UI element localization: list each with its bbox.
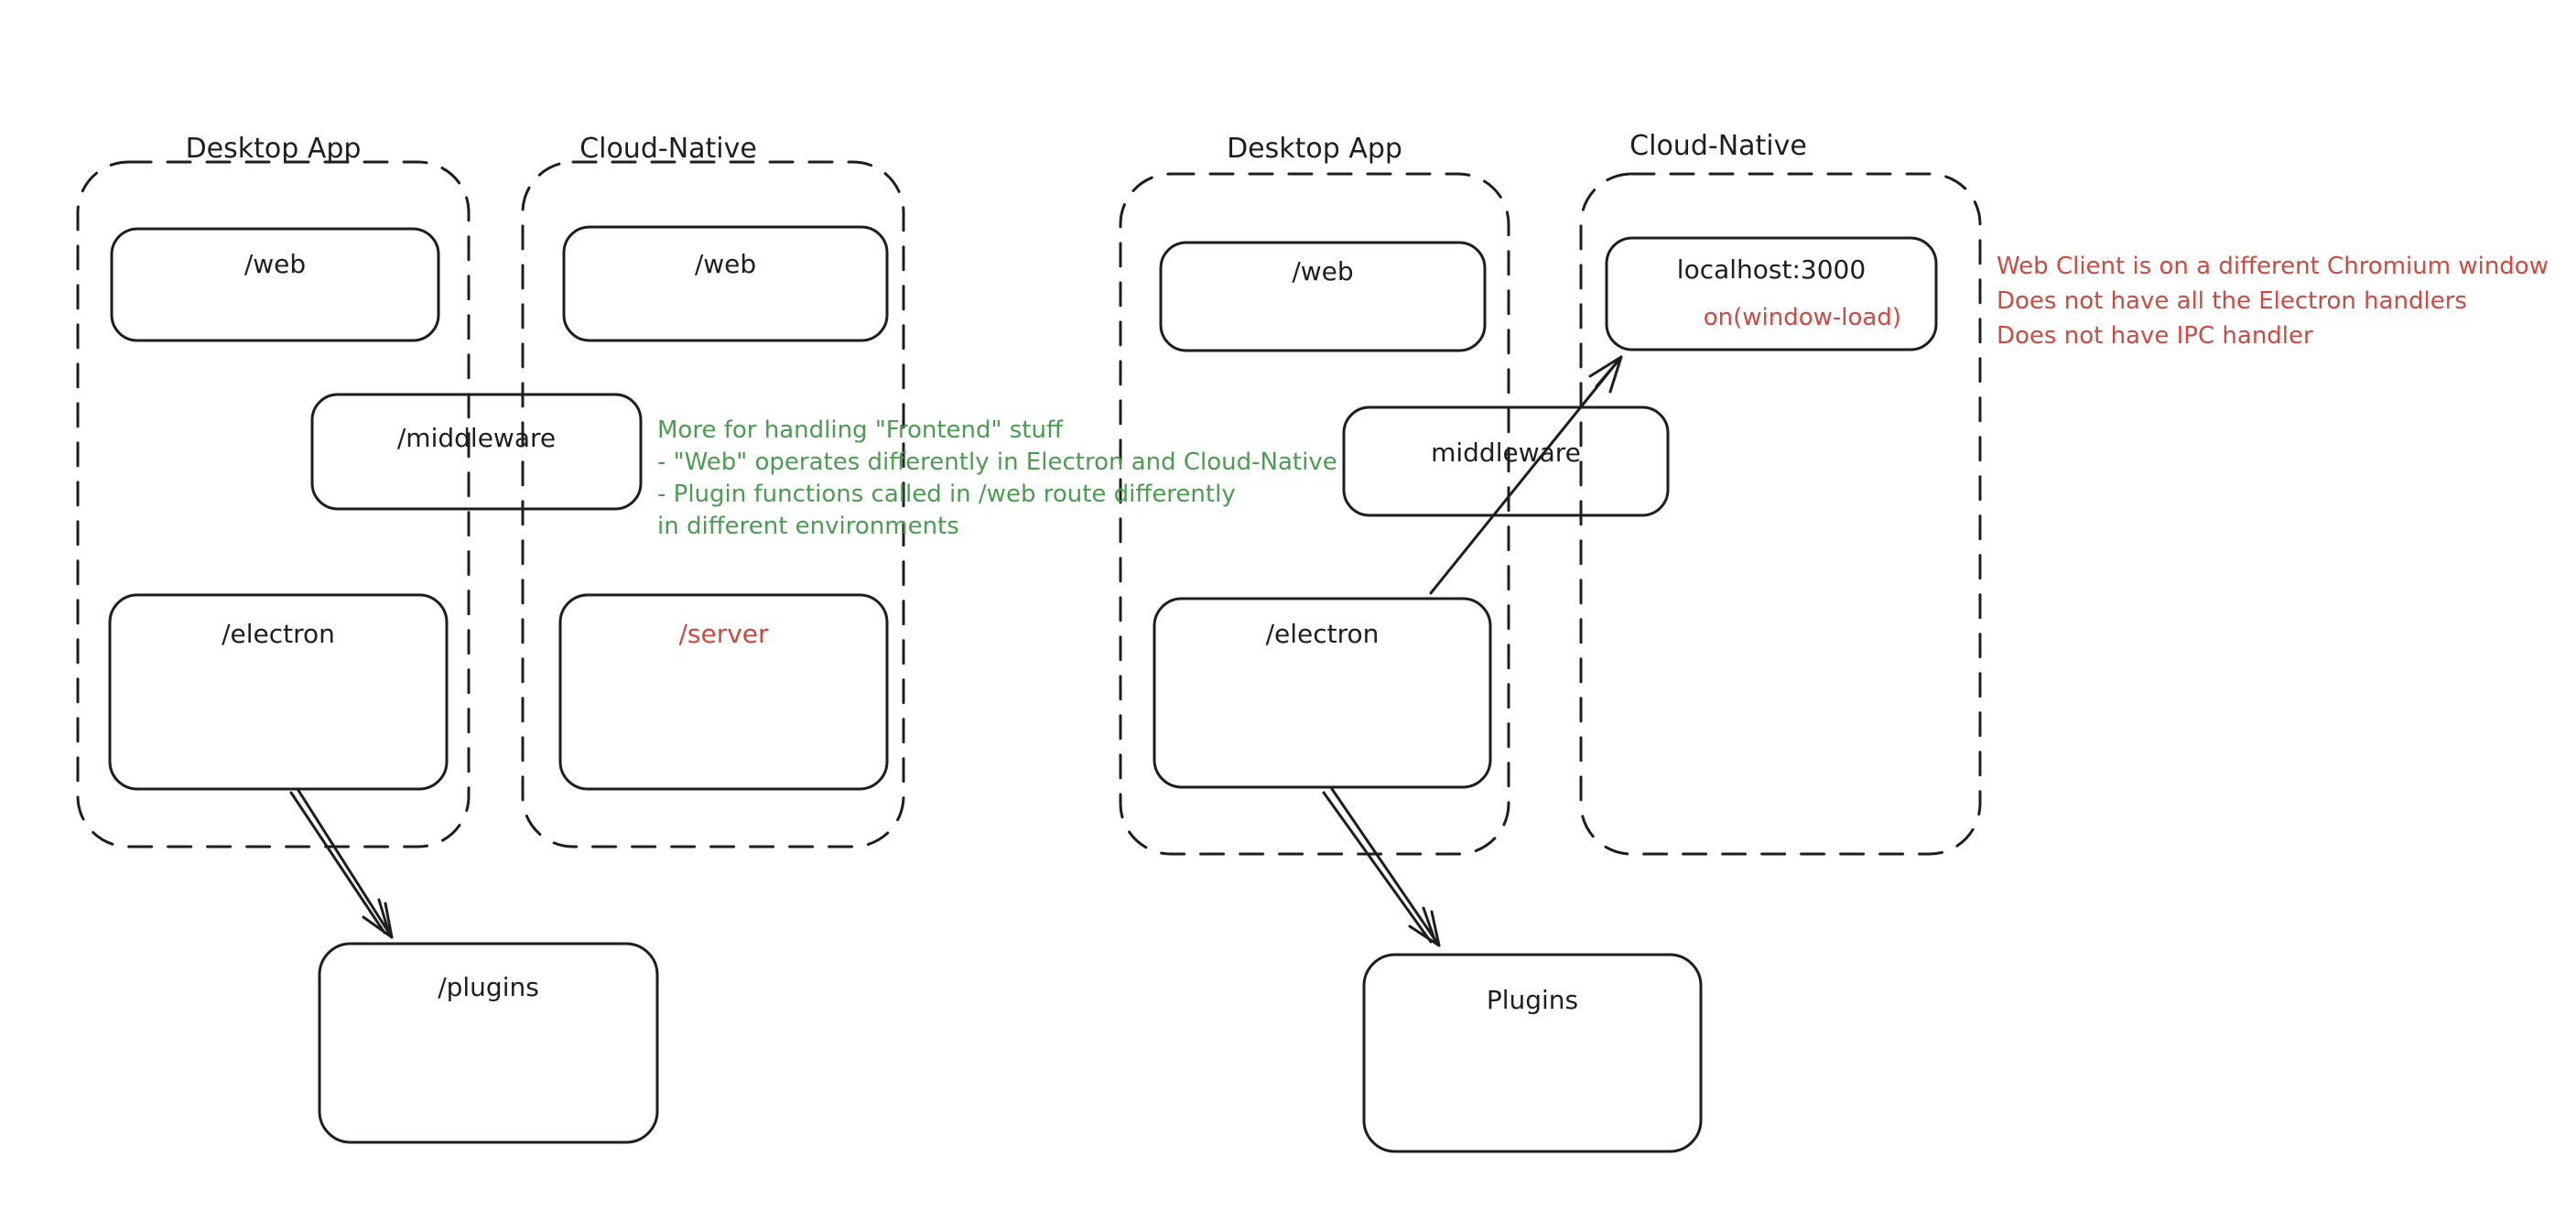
- container-title-cloud-native-right: Cloud-Native: [1629, 130, 1807, 162]
- arrow-electron-to-localhost-right[interactable]: [1429, 355, 1623, 595]
- container-title-cloud-native-left: Cloud-Native: [579, 133, 757, 165]
- arrow-electron-to-plugins-left[interactable]: [289, 787, 394, 939]
- annotation-green-frontend-note: More for handling "Frontend" stuff - "We…: [657, 415, 1337, 543]
- box-web-right[interactable]: [1159, 241, 1487, 352]
- box-electron-left[interactable]: [108, 593, 449, 791]
- box-label-electron-right: /electron: [1265, 619, 1380, 649]
- annotation-line: Web Client is on a different Chromium wi…: [1997, 253, 2549, 280]
- box-middleware-right[interactable]: [1342, 405, 1670, 517]
- box-middleware-left[interactable]: [310, 393, 643, 511]
- container-desktop-app-left[interactable]: [76, 160, 471, 848]
- container-title-desktop-app-right: Desktop App: [1227, 133, 1402, 165]
- box-sublabel-on-window-load: on(window-load): [1703, 304, 1901, 331]
- annotation-line: - "Web" operates differently in Electron…: [657, 448, 1337, 476]
- annotation-line: Does not have IPC handler: [1997, 322, 2313, 350]
- box-web-desktop-left[interactable]: [110, 227, 440, 342]
- annotation-line: - Plugin functions called in /web route …: [657, 481, 1236, 508]
- box-plugins-left[interactable]: [318, 942, 659, 1144]
- annotation-line: Does not have all the Electron handlers: [1997, 287, 2467, 315]
- box-label-electron-left: /electron: [222, 619, 335, 649]
- arrow-electron-to-plugins-right[interactable]: [1322, 787, 1441, 947]
- box-label-plugins-left: /plugins: [438, 972, 539, 1002]
- box-label-web-cloud-left: /web: [694, 249, 757, 279]
- container-cloud-native-left[interactable]: [521, 160, 905, 848]
- box-plugins-right[interactable]: [1362, 953, 1703, 1153]
- box-server-left[interactable]: [558, 593, 889, 791]
- box-label-middleware-left: /middleware: [396, 423, 557, 453]
- box-label-web-desktop-left: /web: [244, 249, 307, 279]
- box-label-plugins-right: Plugins: [1486, 985, 1579, 1015]
- annotation-red-web-client-note: Web Client is on a different Chromium wi…: [1997, 249, 2549, 353]
- box-label-web-right: /web: [1292, 256, 1354, 286]
- box-localhost-3000[interactable]: [1605, 236, 1938, 351]
- box-electron-right[interactable]: [1153, 597, 1492, 789]
- annotation-line: in different environments: [657, 513, 959, 540]
- box-label-server-left: /server: [678, 619, 769, 649]
- box-label-localhost-3000: localhost:3000: [1676, 254, 1867, 285]
- annotation-line: More for handling "Frontend" stuff: [657, 416, 1063, 444]
- container-title-desktop-app-left: Desktop App: [185, 133, 362, 165]
- box-label-middleware-right: middleware: [1431, 438, 1581, 468]
- box-web-cloud-left[interactable]: [562, 225, 889, 342]
